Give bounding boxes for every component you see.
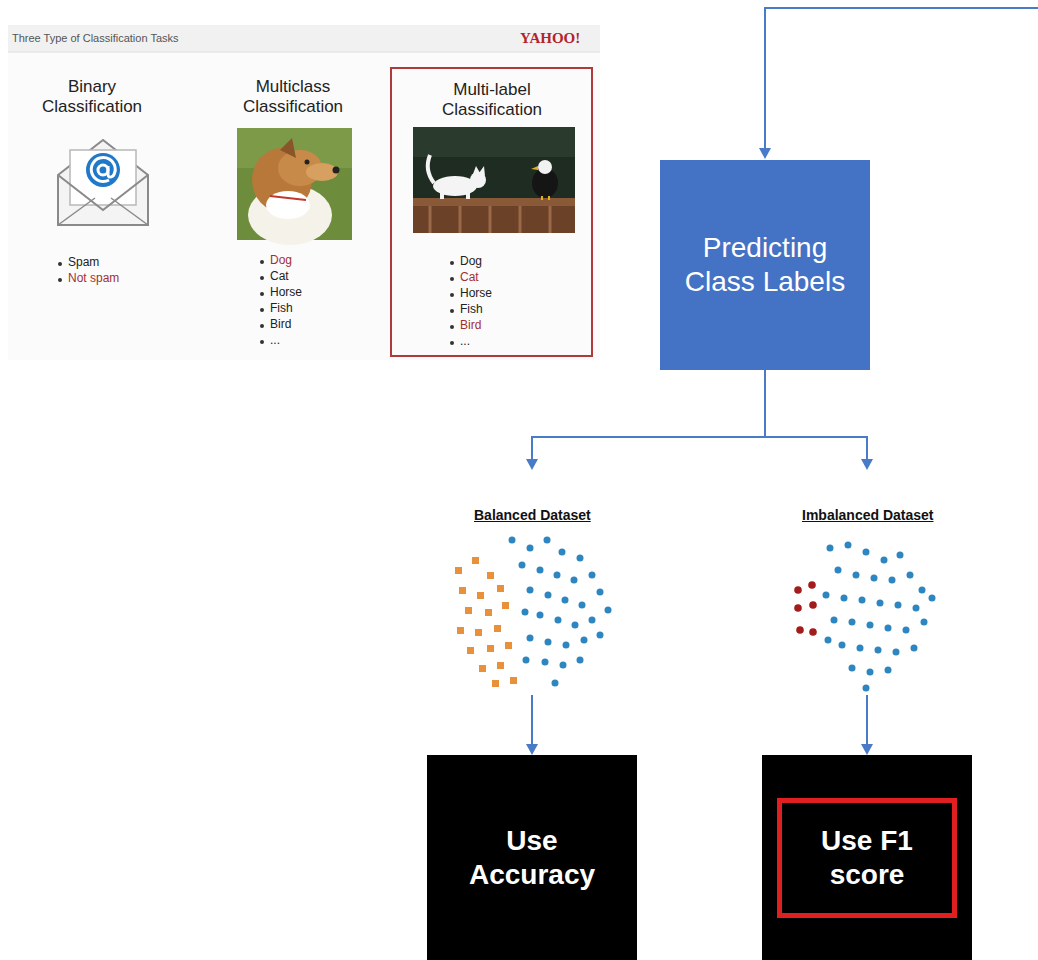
bullet-dot: [58, 262, 62, 266]
bullet-dot: [450, 261, 454, 265]
panel-title: Three Type of Classification Tasks: [12, 32, 412, 45]
imbalanced-scatter-minority: [794, 581, 817, 636]
connector: [526, 370, 765, 755]
list-item: Horse: [460, 286, 560, 300]
list-item: Spam: [68, 255, 188, 269]
list-item: Fish: [270, 301, 370, 315]
connector-line: [765, 370, 867, 461]
arrow-head: [526, 744, 538, 755]
process-text: Predicting Class Labels: [670, 231, 860, 299]
connector-line: [531, 695, 533, 746]
cat-bird-photo: [413, 127, 575, 233]
bullet-dot: [450, 277, 454, 281]
result-box: Use F1 score: [762, 755, 972, 960]
connector: [765, 370, 873, 755]
slide-rule: [8, 52, 600, 53]
slide-header-band: [8, 25, 600, 52]
list-item: Not spam: [68, 271, 188, 285]
arrow-head: [861, 459, 873, 470]
bullet-dot: [450, 341, 454, 345]
slide-panel: Three Type of Classification Tasks YAHOO!…: [8, 25, 604, 360]
highlight-box: Multi-label ClassificationDogCatHorseFis…: [390, 67, 593, 357]
bullet-dot: [450, 309, 454, 313]
incoming-arrow: [759, 8, 1038, 159]
bullet-dot: [450, 293, 454, 297]
column-title: Multiclass Classification: [213, 77, 373, 118]
connector-line: [532, 370, 765, 461]
dataset-label: Balanced Dataset: [474, 507, 591, 523]
bullet-dot: [450, 325, 454, 329]
email-icon: [58, 140, 148, 225]
bullet-dot: [260, 260, 264, 264]
bullet-dot: [260, 308, 264, 312]
list-item: Horse: [270, 285, 370, 299]
arrow-head: [526, 459, 538, 470]
list-item: Fish: [460, 302, 560, 316]
bullet-dot: [260, 340, 264, 344]
slide-ground: [8, 25, 600, 360]
column-title: Multi-label Classification: [416, 80, 568, 121]
logo-text: YAHOO!: [520, 29, 596, 47]
result-text: Use Accuracy: [442, 798, 622, 918]
list-item: Bird: [270, 317, 370, 331]
bullet-dot: [260, 276, 264, 280]
result-text: Use F1 score: [777, 798, 957, 918]
balanced-scatter: [455, 557, 517, 687]
list-item: ...: [460, 334, 560, 348]
list-item: Cat: [460, 270, 560, 284]
imbalanced-scatter-majority: [823, 542, 936, 692]
dog-photo: [237, 128, 352, 245]
list-item: Dog: [270, 253, 370, 267]
bullet-dot: [58, 278, 62, 282]
connector-line: [866, 695, 868, 746]
bullet-dot: [260, 292, 264, 296]
arrow-head: [861, 744, 873, 755]
result-box: Use Accuracy: [427, 755, 637, 960]
column-title: Binary Classification: [32, 77, 152, 118]
dataset-label: Imbalanced Dataset: [802, 507, 934, 523]
bullet-dot: [260, 324, 264, 328]
process-box: Predicting Class Labels: [660, 160, 870, 370]
balanced-scatter-dots: [509, 537, 612, 687]
list-item: Cat: [270, 269, 370, 283]
list-item: ...: [270, 333, 370, 347]
list-item: Dog: [460, 254, 560, 268]
list-item: Bird: [460, 318, 560, 332]
